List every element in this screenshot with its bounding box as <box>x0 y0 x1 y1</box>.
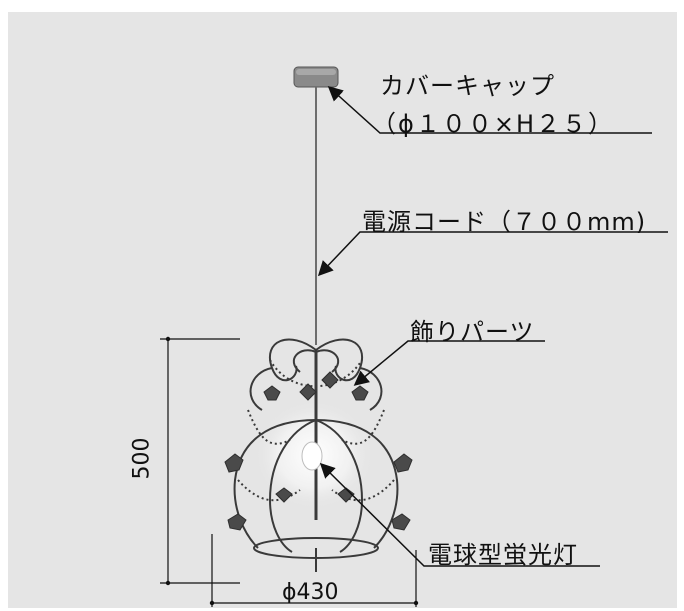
cover-cap-dimension-label: （ϕ１００×H２５） <box>372 110 614 138</box>
leader-lines <box>317 85 668 567</box>
decorative-leaves <box>224 371 413 531</box>
bulb-leader <box>319 462 600 567</box>
dimension-ticks <box>165 336 419 606</box>
cover-cap-leader <box>327 85 652 134</box>
bulb-label: 電球型蛍光灯 <box>428 541 578 569</box>
power-cord-leader <box>317 231 668 277</box>
decorative-parts-leader <box>353 340 545 386</box>
diagram-background <box>8 12 677 608</box>
dimension-lines <box>160 338 417 607</box>
power-cord-label: 電源コード（７００mm) <box>362 208 647 236</box>
height-dimension-label: 500 <box>129 437 155 480</box>
bulb <box>301 441 323 471</box>
decorative-parts-label: 飾りパーツ <box>410 318 535 346</box>
cover-cap-label: カバーキャップ <box>380 72 555 100</box>
width-dimension-label: ϕ430 <box>282 580 339 605</box>
cover-cap <box>293 66 339 88</box>
